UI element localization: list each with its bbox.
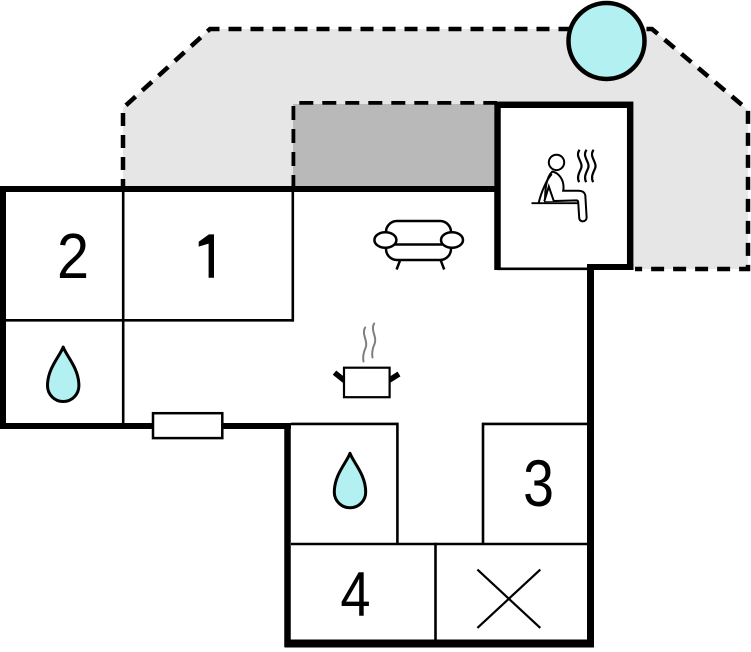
- svg-text:4: 4: [340, 560, 370, 630]
- svg-text:2: 2: [57, 220, 89, 291]
- svg-text:3: 3: [523, 446, 554, 520]
